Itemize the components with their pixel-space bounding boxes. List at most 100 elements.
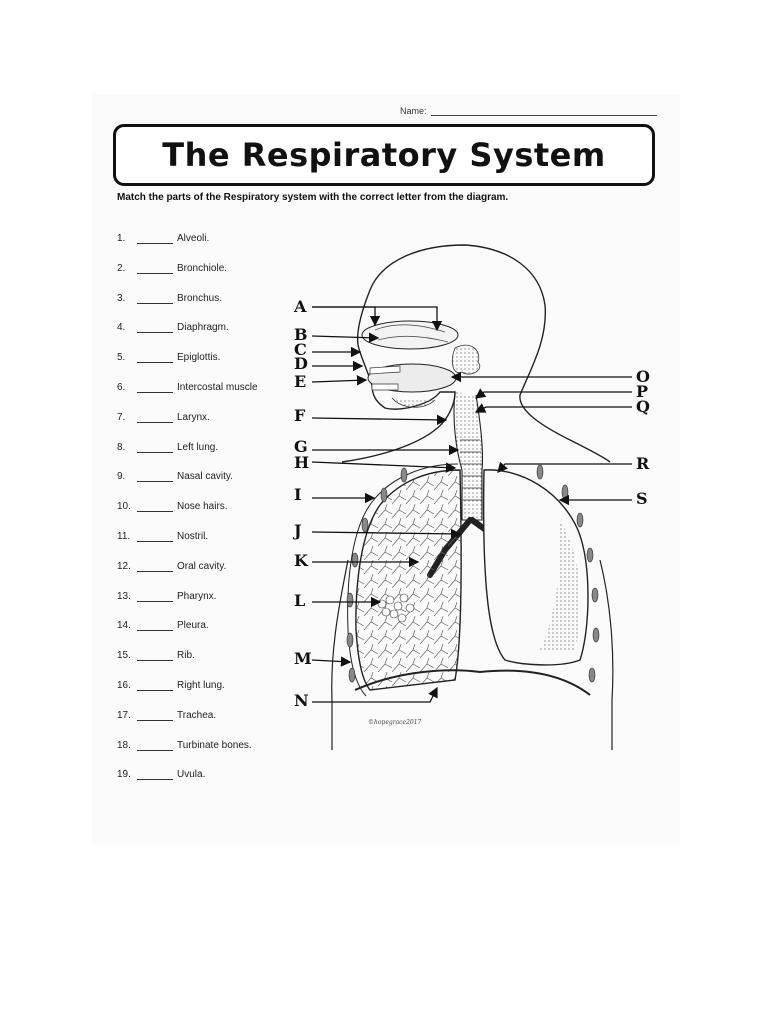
item-label: Larynx. bbox=[177, 411, 210, 423]
title-banner: The Respiratory System bbox=[113, 124, 655, 186]
left-pointer-lines bbox=[311, 306, 462, 703]
pleura-left bbox=[347, 463, 459, 697]
answer-blank[interactable] bbox=[137, 741, 173, 751]
list-item: 19. Uvula. bbox=[117, 769, 206, 781]
ribs-left bbox=[346, 467, 408, 683]
letter-label: L bbox=[294, 591, 305, 610]
letter-label: R bbox=[636, 454, 650, 473]
answer-blank[interactable] bbox=[137, 651, 173, 662]
letter-label: M bbox=[294, 649, 312, 668]
tongue-bottom bbox=[391, 397, 436, 408]
answer-blank[interactable] bbox=[137, 532, 173, 542]
item-label: Uvula. bbox=[177, 769, 206, 781]
answer-blank[interactable] bbox=[137, 413, 173, 423]
name-blank-line[interactable] bbox=[430, 106, 657, 116]
list-item: 13. Pharynx. bbox=[117, 591, 216, 602]
item-label: Nasal cavity. bbox=[177, 471, 233, 483]
worksheet-background bbox=[92, 94, 680, 846]
list-item: 7. Larynx. bbox=[117, 412, 210, 423]
answer-blank[interactable] bbox=[137, 711, 173, 721]
answer-blank[interactable] bbox=[137, 472, 173, 483]
item-number: 5. bbox=[117, 352, 126, 364]
list-item: 1.Alveoli. bbox=[117, 233, 209, 244]
torso-left-edge bbox=[331, 559, 349, 750]
answer-blank[interactable] bbox=[137, 592, 173, 602]
list-item: 9. Nasal cavity. bbox=[117, 471, 233, 483]
list-item: 4. Diaphragm. bbox=[117, 322, 229, 334]
letter-label: C bbox=[294, 340, 307, 359]
letter-label: D bbox=[294, 354, 308, 373]
letter-label: E bbox=[294, 372, 306, 391]
item-number: 18. bbox=[117, 739, 131, 751]
answer-blank[interactable] bbox=[137, 502, 173, 513]
list-item: 14.Pleura. bbox=[117, 620, 209, 632]
item-number: 11. bbox=[117, 531, 131, 542]
list-item: 12. Oral cavity. bbox=[117, 561, 226, 572]
answer-blank[interactable] bbox=[137, 621, 173, 632]
item-number: 2. bbox=[117, 262, 126, 274]
list-item: 2. Bronchiole. bbox=[117, 263, 227, 274]
item-label: Rib. bbox=[177, 650, 195, 662]
answer-blank[interactable] bbox=[137, 264, 173, 274]
item-number: 19. bbox=[117, 769, 131, 781]
item-number: 13. bbox=[117, 590, 131, 602]
item-number: 16. bbox=[117, 680, 131, 691]
item-label: Pharynx. bbox=[177, 590, 217, 602]
item-label: Diaphragm. bbox=[177, 322, 229, 334]
list-item: 17. Trachea. bbox=[117, 710, 216, 721]
answer-blank[interactable] bbox=[137, 353, 173, 364]
answer-blank[interactable] bbox=[137, 681, 173, 691]
item-label: Right lung. bbox=[177, 680, 225, 691]
answer-blank[interactable] bbox=[137, 294, 173, 304]
letter-label: J bbox=[292, 521, 302, 540]
item-number: 12. bbox=[117, 560, 131, 572]
item-number: 8. bbox=[117, 441, 126, 453]
teeth bbox=[369, 365, 401, 391]
answer-blank[interactable] bbox=[137, 443, 173, 453]
trachea-rings bbox=[460, 439, 482, 501]
item-number: 17. bbox=[117, 709, 131, 721]
list-item: 10. Nose hairs. bbox=[117, 501, 228, 513]
list-item: 11. Nostril. bbox=[117, 531, 208, 542]
letter-label: I bbox=[294, 485, 301, 504]
item-number: 9. bbox=[117, 471, 126, 483]
answer-blank[interactable] bbox=[137, 323, 173, 334]
diaphragm bbox=[354, 669, 591, 696]
pharynx-blob bbox=[451, 344, 481, 375]
item-label: Trachea. bbox=[177, 709, 217, 721]
list-item: 3.Bronchus. bbox=[117, 293, 222, 304]
letter-label: O bbox=[636, 367, 650, 386]
left-lung-shading bbox=[540, 520, 581, 650]
list-item: 8.Left lung. bbox=[117, 442, 218, 453]
item-number: 7. bbox=[117, 411, 126, 423]
answer-blank[interactable] bbox=[137, 383, 173, 393]
item-label: Intercostal muscle bbox=[177, 382, 258, 393]
answer-blank[interactable] bbox=[137, 562, 173, 572]
letter-label: A bbox=[293, 297, 307, 316]
answer-blank[interactable] bbox=[137, 770, 173, 781]
item-label: Nose hairs. bbox=[177, 501, 228, 513]
letter-label: Q bbox=[636, 397, 650, 416]
name-label: Name: bbox=[400, 106, 427, 116]
item-number: 3. bbox=[117, 292, 126, 304]
item-number: 1. bbox=[117, 233, 126, 244]
list-item: 16. Right lung. bbox=[117, 680, 225, 691]
answer-blank[interactable] bbox=[137, 234, 173, 244]
item-label: Nostril. bbox=[177, 531, 209, 542]
list-item: 5. Epiglottis. bbox=[117, 352, 221, 364]
item-number: 4. bbox=[117, 322, 126, 334]
torso-right-edge bbox=[599, 559, 614, 750]
list-item: 18.Turbinate bones. bbox=[117, 740, 252, 751]
letter-label: G bbox=[294, 437, 308, 456]
item-label: Bronchiole. bbox=[177, 262, 228, 274]
item-number: 10. bbox=[117, 501, 131, 513]
letter-label: N bbox=[294, 691, 309, 710]
item-label: Oral cavity. bbox=[177, 560, 227, 572]
name-field[interactable]: Name: bbox=[400, 106, 657, 116]
letter-label: S bbox=[636, 489, 648, 508]
item-label: Epiglottis. bbox=[177, 352, 221, 364]
letter-label: H bbox=[294, 453, 309, 472]
